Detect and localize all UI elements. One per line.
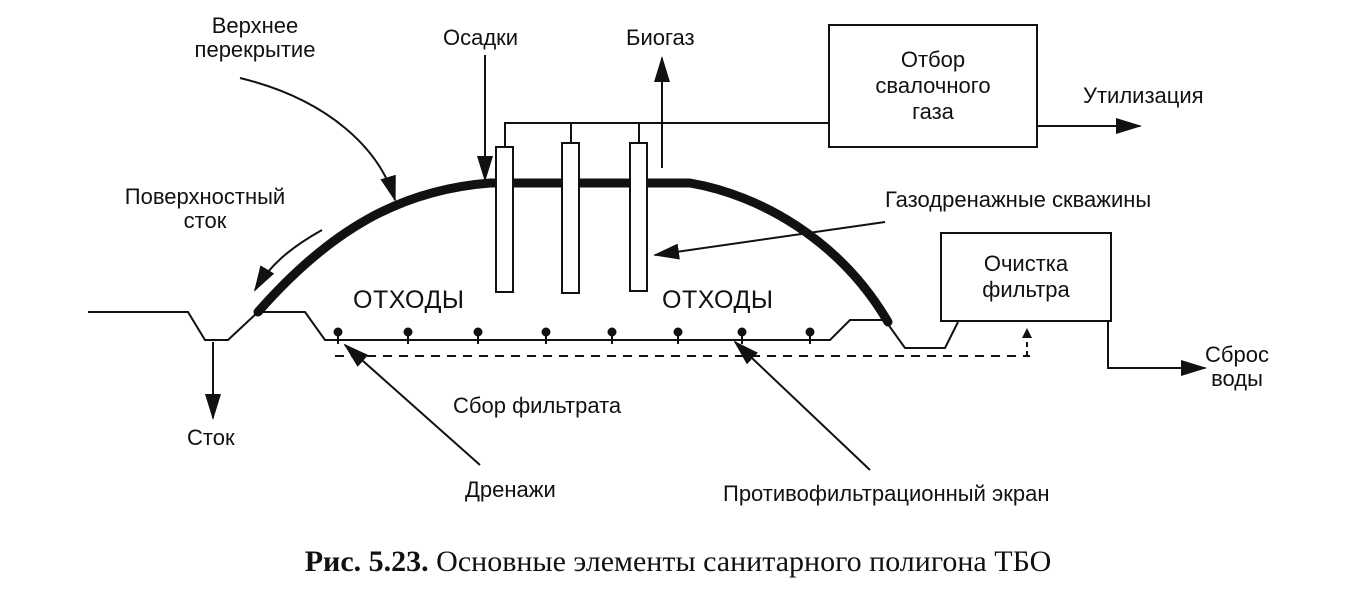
label-gas-wells: Газодренажные скважины [885,187,1152,212]
label-utilization: Утилизация [1083,83,1204,108]
gas-extraction-box: Отбор свалочного газа [828,24,1038,148]
top-cover-pointer [239,77,396,202]
treatment-outlet-line [1107,322,1207,376]
label-waste-left: ОТХОДЫ [353,286,465,314]
label-leachate-collection: Сбор фильтрата [453,393,622,418]
figure-caption: Рис. 5.23. Основные элементы санитарного… [0,545,1356,579]
label-liner: Противофильтрационный экран [723,481,1050,506]
gas-well-1 [495,146,514,293]
label-top-cover: Верхнее перекрытие [194,13,316,62]
label-runoff: Сток [187,425,235,450]
drain-pins [333,327,815,344]
caption-number: Рис. 5.23. [304,545,429,578]
liner-pointer [733,340,871,471]
ground-line-base [258,311,959,349]
gas-well-2 [561,142,580,294]
gas-wells-pointer [653,221,886,260]
top-cover-layer [253,178,893,327]
gas-extraction-box-label: Отбор свалочного газа [875,47,991,124]
leachate-treatment-box: Очистка фильтра [940,232,1112,322]
caption-text: Основные элементы санитарного полигона Т… [436,545,1052,578]
label-precipitation: Осадки [443,25,519,50]
drains-pointer [343,343,481,466]
gas-collection-pipe [504,122,828,147]
label-biogas: Биогаз [626,25,695,50]
label-surface-runoff: Поверхностный сток [124,184,286,233]
leachate-treatment-box-label: Очистка фильтра [982,251,1070,302]
surface-runoff-arrow [253,229,323,292]
label-drains: Дренажи [465,477,556,502]
label-waste-right: ОТХОДЫ [662,286,774,314]
ground-line-left [88,311,259,341]
gas-well-3 [629,142,648,292]
label-water-discharge: Сброс воды [1205,342,1269,391]
